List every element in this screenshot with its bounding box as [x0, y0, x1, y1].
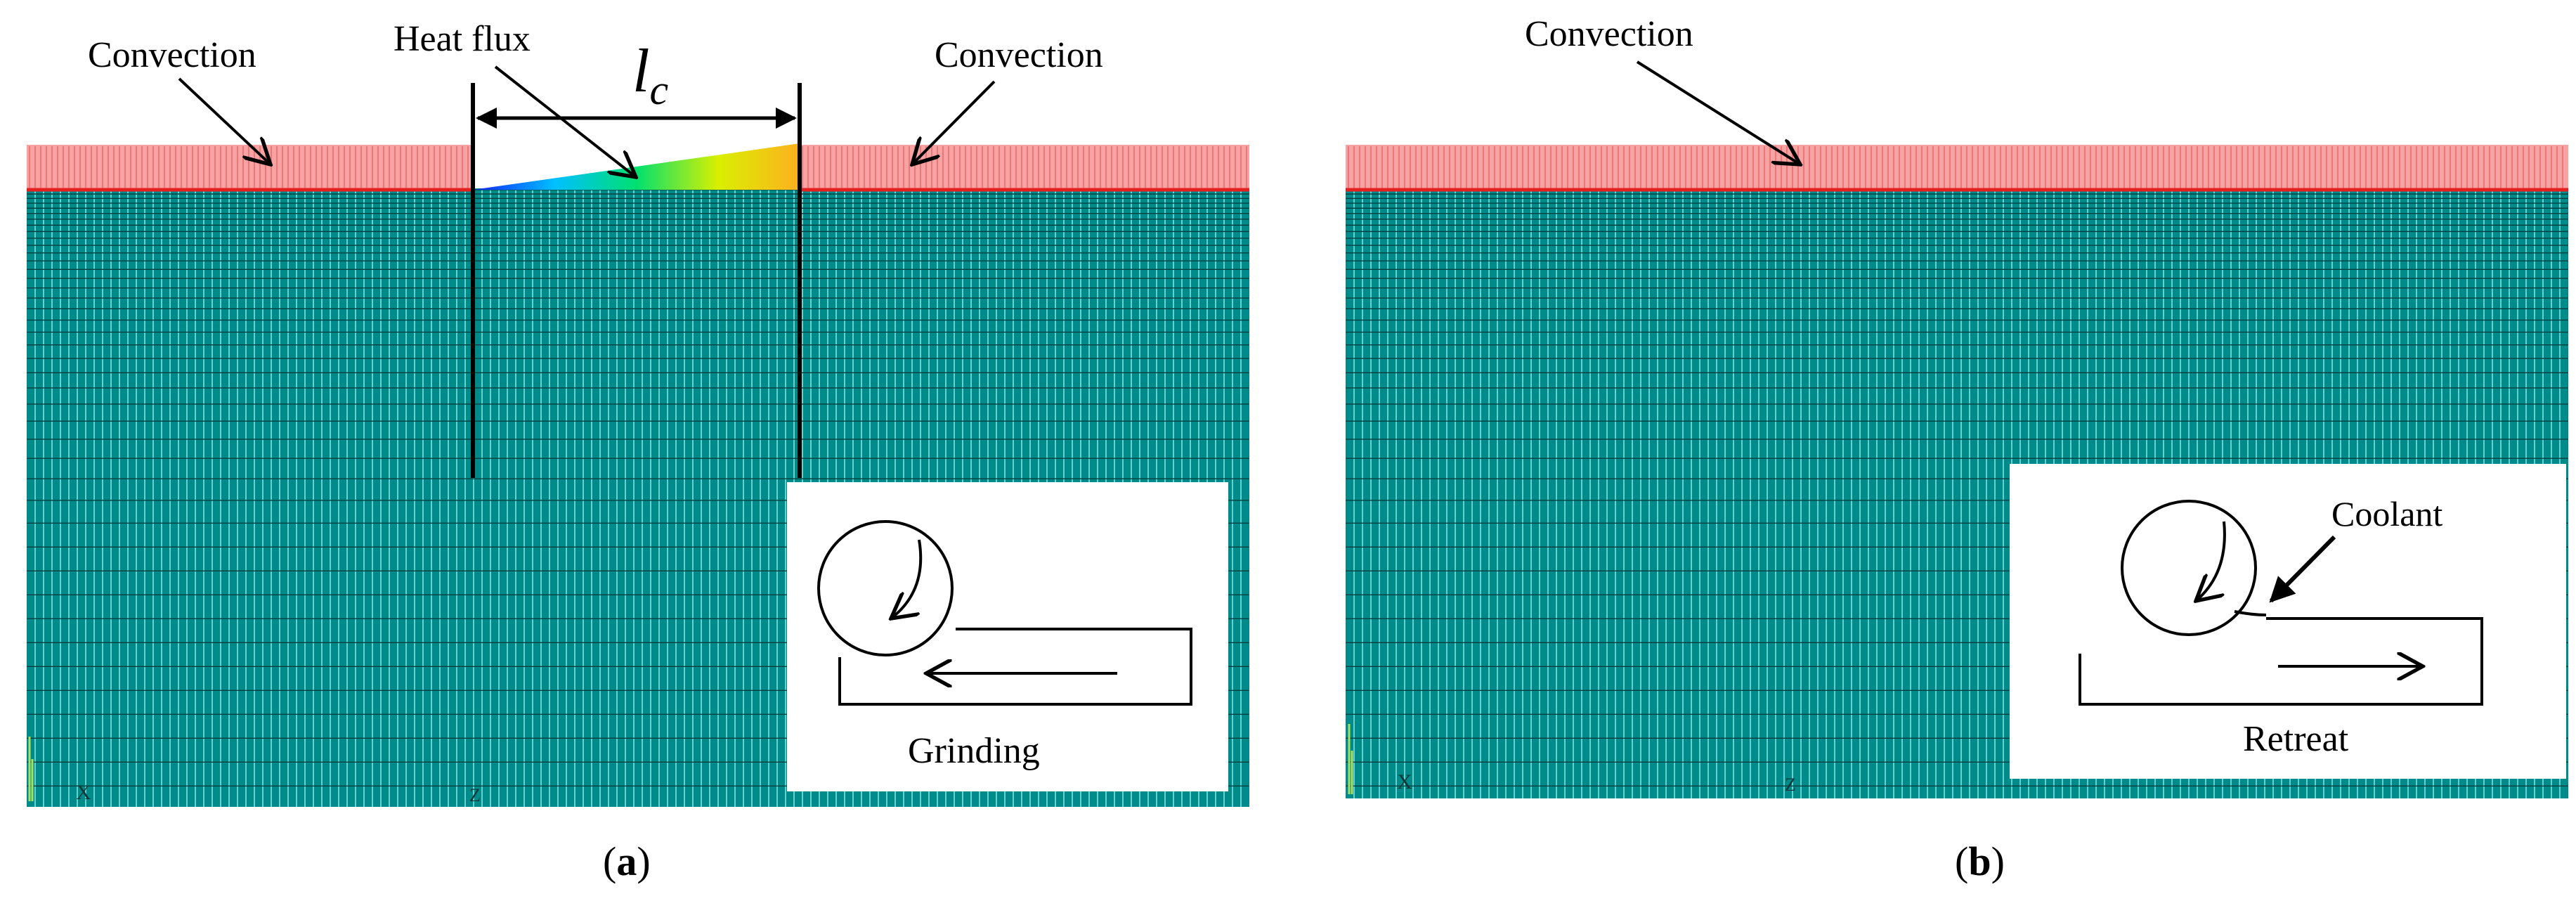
panel-a-inset: Grinding	[787, 482, 1228, 791]
panel-a-convection-ticks-left	[29, 146, 469, 188]
panel-b-axis-x-label: X	[1397, 770, 1412, 794]
panel-b-workpiece	[2079, 617, 2483, 706]
grinding-wheel	[817, 520, 954, 656]
contact-length-label: lc	[632, 37, 668, 113]
panel-a: lc Heat flux Convection Convection X Z G…	[27, 19, 1249, 884]
panel-a-convection-band-right	[800, 145, 1249, 190]
coolant-label: Coolant	[2331, 494, 2442, 533]
panel-b-axis-triad: X Z	[1348, 724, 1796, 795]
panel-b-axis-z-label: Z	[1785, 775, 1796, 795]
convection-label-right: Convection	[935, 35, 1103, 75]
panel-b-inset: Coolant Retreat	[2010, 464, 2566, 779]
convection-arrow-left	[178, 77, 271, 164]
retreat-label: Retreat	[2243, 719, 2349, 759]
coolant-jet	[2234, 610, 2267, 616]
heat-flux-arrow	[494, 65, 636, 177]
panel-a-axis-triad: X Z	[28, 737, 481, 805]
panel-a-axis-x-label: X	[76, 781, 91, 804]
panel-b: Convection X Z Coolant Retreat (b)	[1346, 14, 2568, 884]
heat-flux-label: Heat flux	[393, 19, 531, 59]
panel-b-convection-label: Convection	[1525, 14, 1693, 54]
panel-b-wheel-rotation-arrow	[2196, 521, 2226, 601]
panel-b-inset-box	[2010, 464, 2566, 779]
wheel-rotation-arrow	[891, 539, 923, 619]
panel-b-grinding-wheel	[2121, 500, 2257, 636]
panel-a-axis-z-label: Z	[469, 785, 481, 805]
panel-a-workpiece	[838, 628, 1192, 706]
panel-a-caption: (a)	[603, 838, 651, 884]
panel-b-convection-ticks	[1348, 146, 2563, 188]
convection-label-left: Convection	[88, 35, 256, 75]
heat-flux-distribution	[473, 143, 800, 190]
grinding-label: Grinding	[908, 731, 1040, 771]
panel-a-inset-box	[787, 482, 1228, 791]
convection-arrow-right	[912, 80, 996, 164]
panel-b-convection-band	[1346, 145, 2568, 190]
panel-a-convection-ticks-right	[802, 146, 1247, 188]
panel-b-convection-arrow	[1636, 60, 1800, 164]
coolant-arrow	[2269, 535, 2336, 603]
panel-b-caption: (b)	[1955, 838, 2005, 884]
